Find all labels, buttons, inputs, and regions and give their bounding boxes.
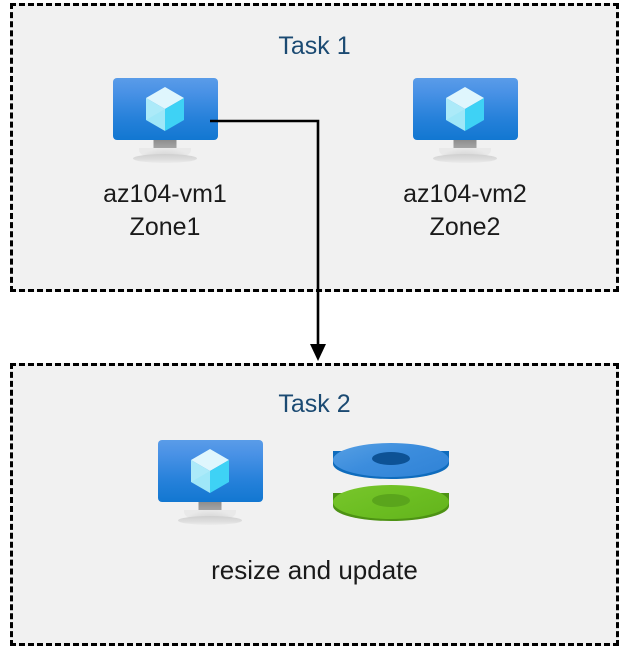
vm1-zone-label: Zone1 (129, 213, 201, 241)
virtual-machine-icon (157, 440, 263, 525)
vm1-name-label: az104-vm1 (103, 180, 227, 208)
arrowhead-icon (310, 344, 326, 361)
disk-green-hole (372, 494, 410, 507)
task2-title: Task 2 (278, 390, 351, 418)
disk-blue-hole (372, 452, 410, 465)
node-caption: az104-vm1 Zone1 (55, 178, 275, 244)
node-managed-disks[interactable] (333, 443, 449, 531)
task2-container: Task 2 (10, 363, 619, 646)
vm2-zone-label: Zone2 (429, 213, 501, 241)
vm-base (133, 154, 197, 163)
vm2-name-label: az104-vm2 (403, 180, 527, 208)
node-caption: az104-vm2 Zone2 (355, 178, 575, 244)
vm-screen (412, 78, 518, 140)
vm-screen (157, 440, 263, 502)
vm-base (433, 154, 497, 163)
node-az104-vm2[interactable]: az104-vm2 Zone2 (355, 78, 575, 241)
managed-disks-icon (333, 443, 449, 531)
virtual-machine-icon (112, 78, 218, 163)
vm-screen (112, 78, 218, 140)
virtual-machine-icon (412, 78, 518, 163)
node-az104-vm1[interactable]: az104-vm1 Zone1 (55, 78, 275, 241)
vm-cube-glyph (446, 87, 484, 131)
task1-title: Task 1 (278, 32, 351, 60)
node-task2-vm[interactable] (150, 440, 270, 525)
vm-cube-glyph (191, 449, 229, 493)
task2-caption: resize and update (211, 555, 418, 585)
vm-cube-glyph (146, 87, 184, 131)
vm-base (178, 516, 242, 525)
